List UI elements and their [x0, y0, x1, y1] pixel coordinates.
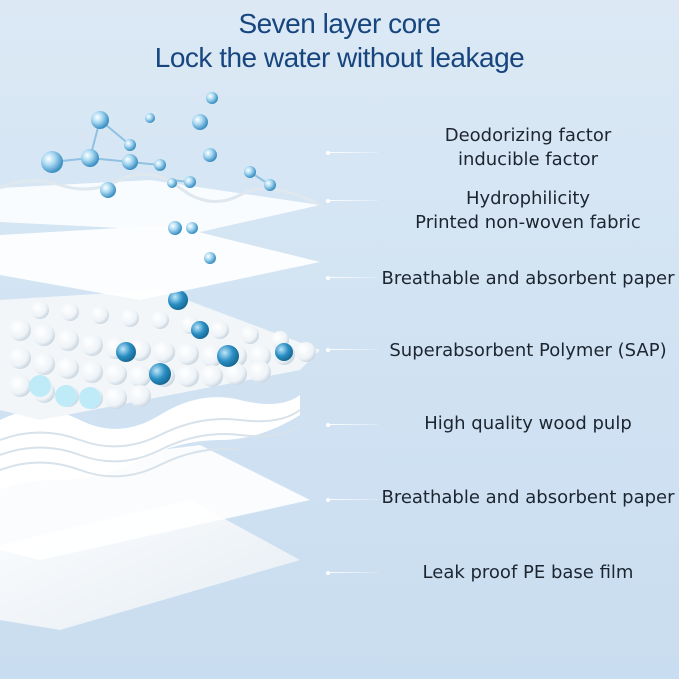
deodorizing-molecules: [41, 92, 276, 264]
pointer-dot-7: [326, 571, 330, 575]
pointer-line-3: [330, 277, 378, 278]
pointer-dot-1: [326, 151, 330, 155]
layer-label-line: Printed non-woven fabric: [415, 212, 641, 233]
layer-sap: [0, 290, 320, 420]
pointer-line-2: [330, 200, 378, 201]
pointer-dot-5: [326, 423, 330, 427]
layer-label-line: Breathable and absorbent paper: [381, 487, 675, 508]
layer-label-deodorizing: Deodorizing factor inducible factor: [378, 124, 678, 172]
layer-label-line: Leak proof PE base film: [422, 562, 634, 583]
layer-label-wood-pulp: High quality wood pulp: [378, 412, 678, 436]
layer-label-line: Superabsorbent Polymer (SAP): [389, 340, 667, 361]
layer-paper-top: [0, 225, 320, 300]
layer-label-line: Breathable and absorbent paper: [381, 268, 675, 289]
headline-line-1: Seven layer core: [238, 8, 441, 39]
pointer-line-5: [330, 424, 378, 425]
pointer-dot-4: [326, 348, 330, 352]
layer-label-line: inducible factor: [457, 149, 599, 170]
layer-label-line: Hydrophilicity: [465, 188, 591, 209]
layer-non-woven: [0, 180, 320, 232]
layer-label-paper-top: Breathable and absorbent paper: [378, 267, 678, 291]
layer-label-pe-film: Leak proof PE base film: [378, 561, 678, 585]
pointer-line-1: [330, 152, 378, 153]
layer-label-sap: Superabsorbent Polymer (SAP): [378, 339, 678, 363]
pointer-line-6: [330, 499, 378, 500]
layer-label-paper-bottom: Breathable and absorbent paper: [378, 486, 678, 510]
layer-label-line: High quality wood pulp: [424, 413, 632, 434]
pointer-line-7: [330, 572, 378, 573]
pointer-dot-6: [326, 498, 330, 502]
pointer-dot-2: [326, 199, 330, 203]
headline-line-2: Lock the water without leakage: [154, 42, 525, 73]
pointer-line-4: [330, 349, 378, 350]
pointer-dot-3: [326, 276, 330, 280]
layer-label-line: Deodorizing factor: [444, 125, 612, 146]
layer-label-hydrophilicity: Hydrophilicity Printed non-woven fabric: [378, 187, 678, 235]
layer-wood-pulp: [0, 395, 301, 490]
